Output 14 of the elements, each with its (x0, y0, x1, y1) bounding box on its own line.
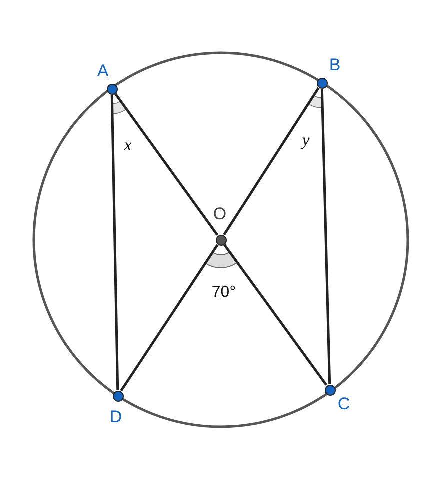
line-segment (120, 244, 219, 392)
point-label: O (213, 206, 227, 222)
line-segment (114, 93, 218, 236)
line-segment (110, 94, 120, 390)
point-label: C (338, 396, 350, 412)
angle-label: y (302, 132, 310, 148)
point-label: B (329, 56, 341, 74)
line-segment (320, 88, 332, 384)
line-segment (224, 244, 328, 386)
line-segment (223, 87, 320, 236)
point-label: D (110, 408, 122, 426)
angle-label: 70° (212, 285, 236, 301)
angle-label: x (124, 136, 132, 154)
point-label: A (97, 62, 109, 80)
